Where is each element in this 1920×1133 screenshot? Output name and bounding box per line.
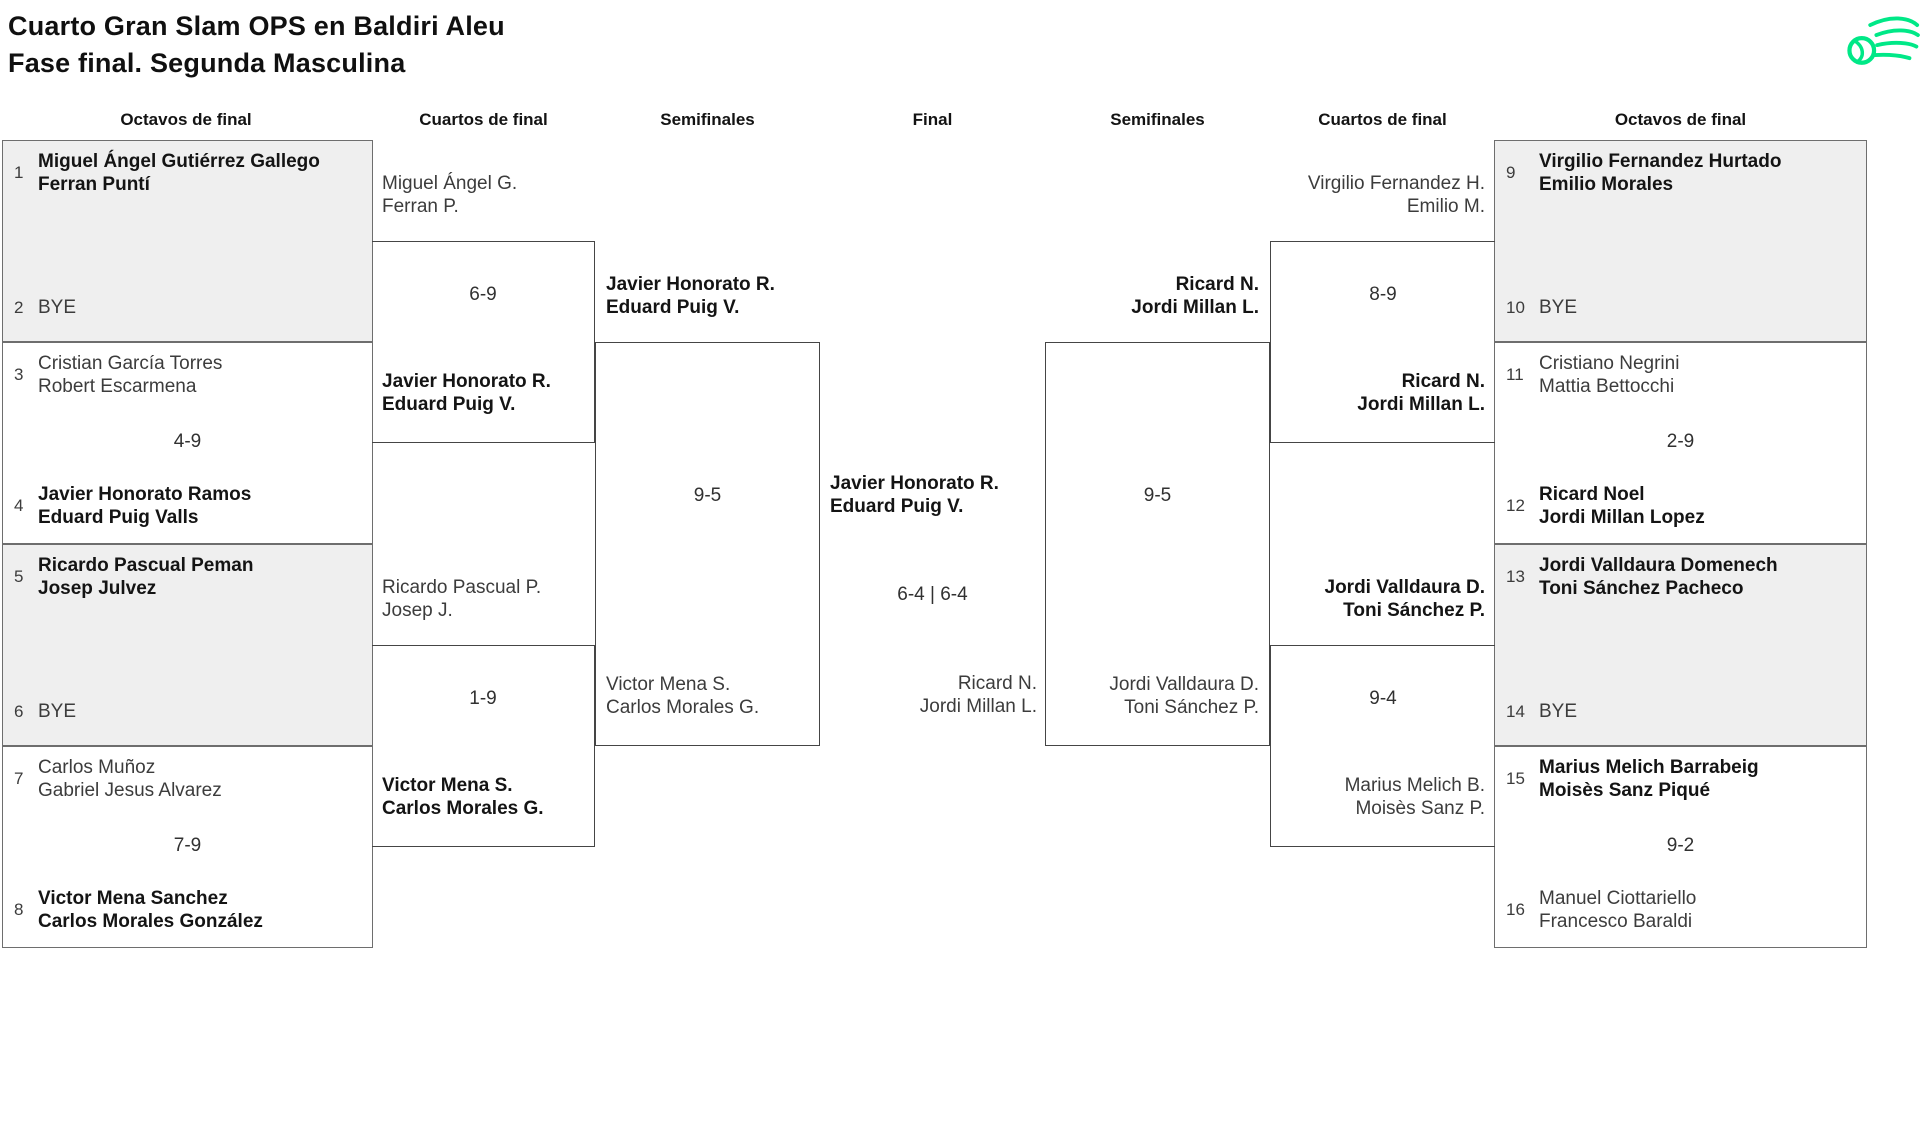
seed-number: 4 [14, 496, 24, 515]
seed-number: 9 [1506, 163, 1516, 182]
qf-bracket-left-2: Ricardo Pascual P.Josep J. 1-9 Victor Me… [372, 577, 595, 847]
match-score: 1-9 [469, 688, 497, 709]
round-header-octavos-left: Octavos de final [120, 110, 252, 129]
match-score: 7-9 [173, 834, 202, 856]
team-name: BYE [1539, 701, 1578, 722]
tennis-ball-comet-icon [1847, 16, 1920, 65]
sf-bracket-right: Ricard N.Jordi Millan L. 9-5 Jordi Valld… [1045, 274, 1270, 746]
team-name: Virgilio Fernandez H.Emilio M. [1307, 173, 1485, 217]
qf-bracket-right-2: Jordi Valldaura D.Toni Sánchez P. 9-4 Ma… [1270, 577, 1495, 847]
tournament-logo [1842, 12, 1920, 77]
qf-bracket-left-1: Miguel Ángel G.Ferran P. 6-9 Javier Hono… [372, 173, 595, 443]
sf-bracket-left: Javier Honorato R.Eduard Puig V. 9-5 Vic… [595, 274, 820, 746]
seed-number: 11 [1506, 365, 1524, 384]
match-score: 9-2 [1666, 834, 1695, 856]
seed-number: 12 [1506, 496, 1525, 515]
round-header-cuartos-right: Cuartos de final [1318, 110, 1447, 129]
seed-number: 3 [14, 365, 24, 384]
tournament-title: Cuarto Gran Slam OPS en Baldiri Aleu [8, 11, 505, 41]
match-score: 2-9 [1666, 430, 1695, 452]
final-team-left: Javier Honorato R.Eduard Puig V. [830, 473, 999, 517]
seed-number: 7 [14, 769, 24, 788]
team-name: Javier Honorato R.Eduard Puig V. [606, 274, 775, 318]
round-header-semifinales-right: Semifinales [1110, 110, 1205, 129]
seed-number: 2 [14, 297, 24, 317]
round-header-final: Final [912, 110, 953, 129]
match-score: 6-9 [469, 284, 497, 305]
qf-bracket-right-1: Virgilio Fernandez H.Emilio M. 8-9 Ricar… [1270, 173, 1495, 443]
team-name: Javier Honorato R.Eduard Puig V. [382, 371, 551, 415]
team-name: Victor Mena S.Carlos Morales G. [606, 674, 760, 718]
phase-subtitle: Fase final. Segunda Masculina [8, 48, 406, 78]
team-name: Ricard N.Jordi Millan L. [1131, 274, 1259, 318]
final-team-right: Ricard N.Jordi Millan L. [919, 673, 1037, 717]
seed-number: 15 [1506, 769, 1525, 788]
match-score: 8-9 [1369, 284, 1397, 305]
team-name: Victor Mena S.Carlos Morales G. [382, 775, 544, 819]
page-title: Cuarto Gran Slam OPS en Baldiri Aleu Fas… [8, 8, 505, 82]
seed-number: 6 [14, 701, 24, 721]
team-name: Ricardo Pascual P.Josep J. [382, 577, 542, 621]
team-row: 10 BYE [1506, 296, 1858, 319]
match-score: 9-5 [1143, 485, 1172, 506]
match-score: 9-4 [1369, 688, 1397, 709]
final-score: 6-4 | 6-4 [897, 584, 968, 605]
team-name: Jordi Valldaura D.Toni Sánchez P. [1109, 674, 1259, 718]
team-name: Miguel Ángel G.Ferran P. [382, 173, 518, 217]
seed-number: 5 [14, 567, 24, 586]
team-name: BYE [38, 701, 77, 722]
team-name: Marius Melich B.Moisès Sanz P. [1344, 775, 1485, 819]
team-row: 2 BYE [14, 296, 364, 319]
match-score: 4-9 [173, 430, 202, 452]
team-name: Jordi Valldaura D.Toni Sánchez P. [1324, 577, 1486, 621]
round-header-cuartos-left: Cuartos de final [419, 110, 548, 129]
team-row: 14 BYE [1506, 700, 1858, 723]
seed-number: 8 [14, 900, 24, 919]
seed-number: 16 [1506, 900, 1525, 919]
seed-number: 13 [1506, 567, 1525, 586]
seed-number: 10 [1506, 297, 1525, 317]
seed-number: 14 [1506, 701, 1525, 721]
seed-number: 1 [14, 163, 24, 182]
round-header-octavos-right: Octavos de final [1614, 110, 1747, 129]
team-row: 6 BYE [14, 700, 364, 723]
round-header-semifinales-left: Semifinales [660, 110, 755, 129]
team-name: Ricard N.Jordi Millan L. [1357, 371, 1485, 415]
team-name: BYE [1539, 297, 1578, 318]
team-name: BYE [38, 297, 77, 318]
match-score: 9-5 [693, 485, 722, 506]
